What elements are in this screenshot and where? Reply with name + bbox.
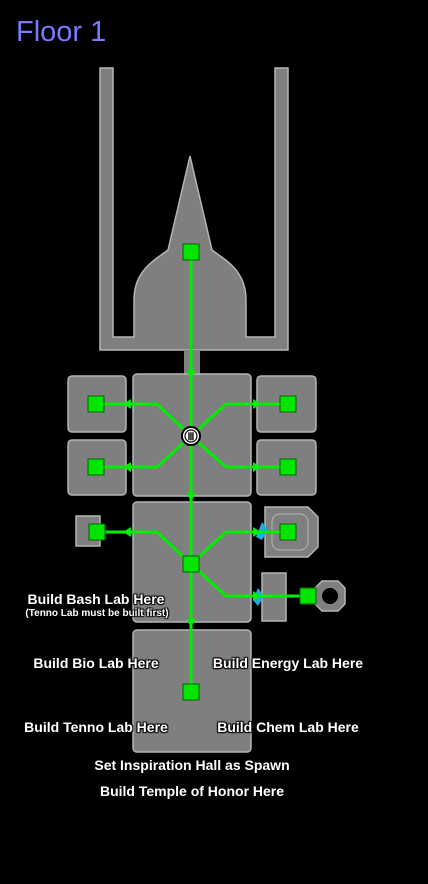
node-sw[interactable] [87,458,105,476]
label-bash-lab-note: (Tenno Lab must be built first) [25,608,169,619]
label-tenno-lab: Build Tenno Lab Here [24,719,168,735]
arrow-up-dock [186,366,196,374]
node-nw[interactable] [87,395,105,413]
label-inspiration-hall: Set Inspiration Hall as Spawn [94,757,290,773]
label-temple-of-honor: Build Temple of Honor Here [99,783,285,799]
arrow-right-mid-se [253,591,261,601]
arrow-left-nw [123,399,131,409]
node-dock[interactable] [182,243,200,261]
label-chem-lab: Build Chem Lab Here [217,719,359,735]
arrow-left-sw [123,462,131,472]
node-lower[interactable] [182,683,200,701]
node-se[interactable] [279,458,297,476]
floor-title: Floor 1 [16,16,107,48]
hub-marker-label: Ⅲ [188,432,195,443]
node-far-east[interactable] [299,587,317,605]
node-ne[interactable] [279,395,297,413]
room-nodes [87,243,317,701]
arrow-right-mid [253,527,261,537]
label-bash-lab: Build Bash Lab Here [27,591,165,607]
arrow-right-se [253,462,261,472]
node-middle[interactable] [182,555,200,573]
hub-marker-icon[interactable]: Ⅲ [181,426,201,446]
room-shapes [67,67,346,753]
label-bio-lab: Build Bio Lab Here [33,655,159,671]
arrow-down-middle [186,619,196,627]
direction-arrows [123,366,261,627]
label-energy-lab: Build Energy Lab Here [212,655,364,671]
arrow-right-ne [253,399,261,409]
node-mid-east[interactable] [279,523,297,541]
arrow-down-hub [186,493,196,501]
octagon-room-far-east-hole [322,588,338,604]
node-mid-west[interactable] [88,523,106,541]
arrow-left-mid [123,527,131,537]
dock-room[interactable] [99,67,289,351]
